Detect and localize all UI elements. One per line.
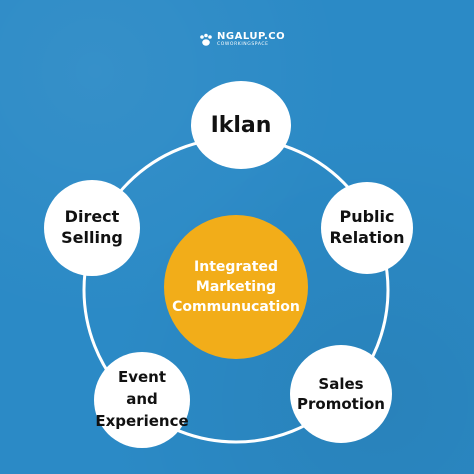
center-imc-label: Integrated Marketing Communucation [172,258,300,316]
node-sales-promotion: Sales Promotion [290,345,392,443]
paw-logo-icon [200,33,212,46]
node-direct-selling-label: Direct Selling [61,207,123,247]
brand-logo: NGALUP.CO COWORKINGSPACE [199,32,285,48]
center-imc-circle: Integrated Marketing Communucation [164,215,308,359]
node-direct-selling: Direct Selling [44,180,140,276]
node-iklan-label: Iklan [210,112,272,138]
node-public-relation: Public Relation [321,182,413,274]
node-event-experience: Event and Experience [94,352,190,448]
node-sales-promotion-label: Sales Promotion [297,374,385,413]
node-public-relation-label: Public Relation [329,207,405,247]
node-event-experience-label: Event and Experience [95,368,189,430]
brand-name: NGALUP.CO [217,31,286,42]
node-iklan: Iklan [191,81,291,169]
brand-tagline: COWORKINGSPACE [217,42,269,47]
